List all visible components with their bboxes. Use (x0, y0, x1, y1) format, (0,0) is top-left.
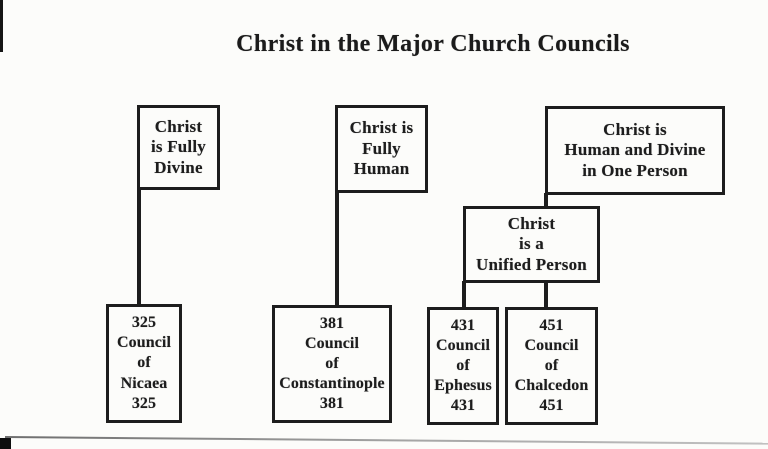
box-council-of-constantinople-label: 381 Council of Constantinople 381 (279, 314, 385, 413)
box-council-of-ephesus-label: 431 Council of Ephesus 431 (434, 316, 492, 415)
box-christ-fully-divine-label: Christ is Fully Divine (151, 116, 206, 177)
box-council-of-nicaea-label: 325 Council of Nicaea 325 (116, 314, 172, 412)
box-christ-human-and-divine: Christ is Human and Divine in One Person (545, 106, 725, 195)
connector-unified-to-chalcedon (544, 281, 548, 309)
box-christ-human-and-divine-label: Christ is Human and Divine in One Person (564, 119, 706, 180)
box-council-of-chalcedon-label: 451 Council of Chalcedon 451 (514, 316, 589, 415)
scan-artifact-page-edge-line (4, 436, 768, 445)
scan-artifact-left-strip (0, 0, 3, 52)
scan-artifact-corner-mark (0, 438, 11, 449)
box-council-of-chalcedon: 451 Council of Chalcedon 451 (505, 307, 598, 425)
box-council-of-nicaea: 325 Council of Nicaea 325 (106, 304, 182, 423)
connector-humandivine-to-unified (544, 193, 548, 208)
box-council-of-ephesus: 431 Council of Ephesus 431 (427, 307, 499, 425)
diagram-title: Christ in the Major Church Councils (236, 31, 630, 57)
connector-divine-to-nicaea (137, 188, 141, 306)
box-christ-fully-human-label: Christ is Fully Human (349, 118, 414, 179)
connector-unified-to-ephesus (462, 281, 466, 309)
connector-human-to-constantinople (335, 190, 339, 307)
box-council-of-constantinople: 381 Council of Constantinople 381 (272, 305, 392, 423)
box-christ-unified-person: Christ is a Unified Person (463, 206, 600, 283)
box-christ-fully-human: Christ is Fully Human (335, 105, 428, 193)
box-christ-unified-person-label: Christ is a Unified Person (476, 213, 587, 274)
box-christ-fully-divine: Christ is Fully Divine (137, 105, 220, 190)
